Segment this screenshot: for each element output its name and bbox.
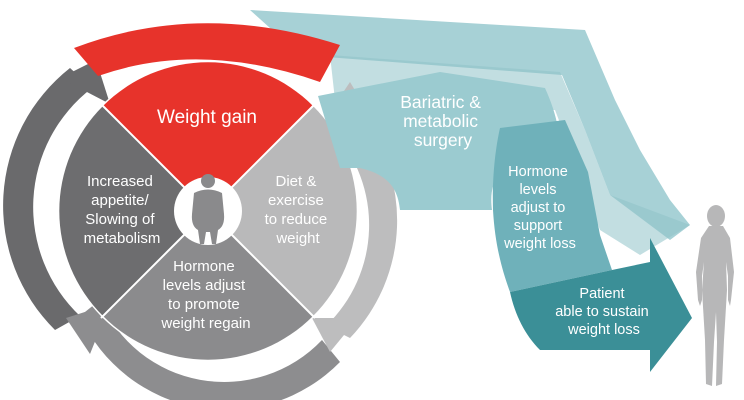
diet-exercise-line-2: exercise	[268, 192, 324, 209]
quadrant-right	[208, 106, 357, 316]
appetite-line-3: Slowing of	[85, 211, 155, 228]
hormone-regain-line-2: levels adjust	[163, 277, 246, 294]
appetite-line-1: Increased	[87, 173, 153, 190]
hormone-regain-line-1: Hormone	[173, 258, 235, 275]
bariatric-line-1: Bariatric &	[400, 92, 481, 112]
appetite-label: Increased appetite/ Slowing of metabolis…	[84, 173, 161, 247]
sustain-band	[510, 238, 692, 372]
sustain-label: Patient able to sustain weight loss	[555, 286, 653, 338]
upper-teal-band	[250, 10, 690, 240]
hormone-regain-line-3: to promote	[168, 296, 240, 313]
slim-person-icon	[696, 205, 734, 386]
outer-ring-red	[74, 23, 340, 82]
outer-ring-arrowhead-lower-right	[312, 318, 358, 352]
hormone-regain-line-4: weight regain	[160, 315, 250, 332]
diet-exercise-line-4: weight	[275, 230, 320, 247]
weight-gain-label: Weight gain	[157, 107, 257, 128]
hormone-support-label: Hormone levels adjust to support weight …	[503, 164, 576, 252]
diet-exercise-line-3: to reduce	[265, 211, 328, 228]
sustain-line-1: Patient	[579, 286, 624, 302]
bariatric-line-2: metabolic	[403, 111, 478, 131]
appetite-line-2: appetite/	[91, 192, 149, 209]
sustain-line-2: able to sustain	[555, 304, 649, 320]
hormone-support-line-3: adjust to	[511, 200, 566, 216]
outer-ring-mid	[80, 300, 340, 400]
hormone-support-line-1: Hormone	[508, 164, 568, 180]
obese-person-icon	[174, 174, 242, 245]
quadrant-left	[59, 106, 209, 316]
sustain-line-3: weight loss	[567, 322, 640, 338]
hormone-support-band	[492, 120, 612, 292]
bariatric-line-3: surgery	[414, 130, 473, 150]
bariatric-label: Bariatric & metabolic surgery	[400, 92, 486, 150]
surgery-band	[318, 72, 560, 210]
hormone-support-line-5: weight loss	[503, 236, 576, 252]
diet-exercise-label: Diet & exercise to reduce weight	[265, 173, 332, 247]
weight-gain-text: Weight gain	[157, 107, 257, 128]
hormone-support-line-2: levels	[519, 182, 556, 198]
quadrant-top	[103, 62, 313, 211]
outer-ring-dark	[3, 68, 93, 330]
appetite-line-4: metabolism	[84, 230, 161, 247]
hormone-support-line-4: support	[514, 218, 562, 234]
quadrant-bottom	[103, 211, 313, 360]
diet-exercise-line-1: Diet &	[275, 173, 316, 190]
outer-ring-arrowhead-bottom	[66, 304, 110, 354]
upper-teal-band-front	[330, 55, 690, 255]
hormone-regain-label: Hormone levels adjust to promote weight …	[160, 258, 250, 332]
